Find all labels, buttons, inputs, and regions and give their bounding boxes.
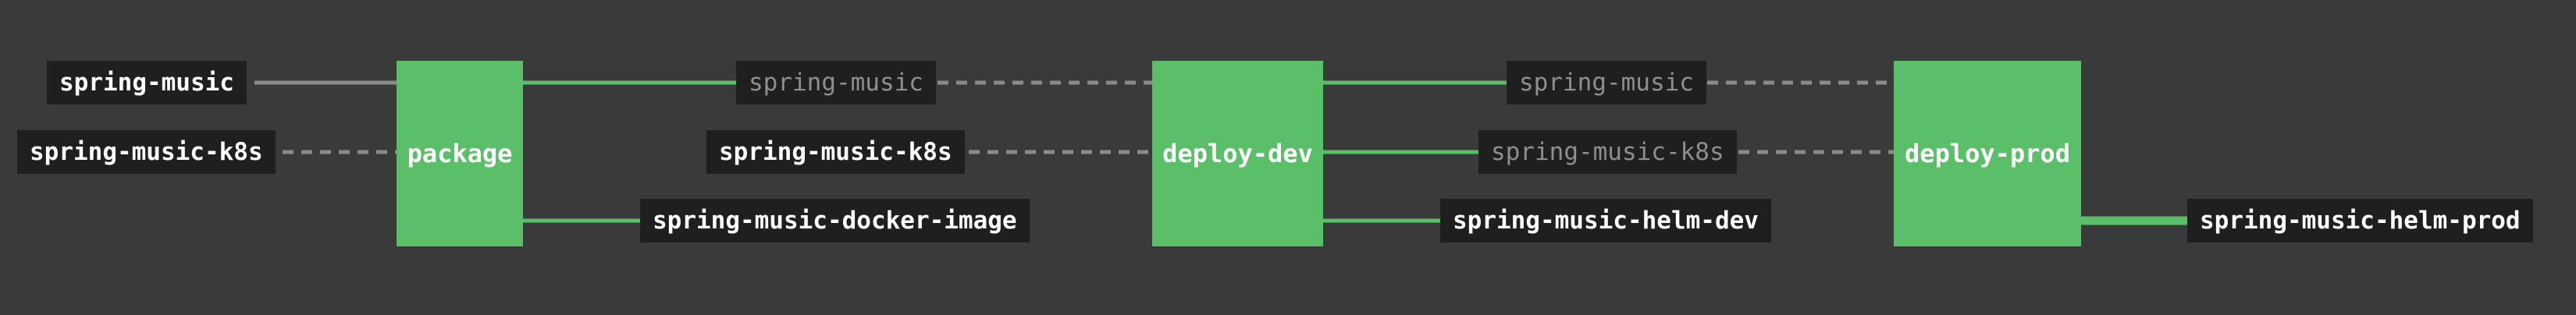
resource-label: spring-music (1519, 69, 1694, 97)
job-deploy-dev[interactable]: deploy-dev (1152, 61, 1323, 246)
resource-spring-music-k8s-mid[interactable]: spring-music-k8s (706, 130, 965, 174)
resource-spring-music-k8s-right[interactable]: spring-music-k8s (1478, 130, 1737, 174)
resource-spring-music-k8s-input[interactable]: spring-music-k8s (17, 130, 276, 174)
resource-label: spring-music (749, 69, 923, 97)
resource-label: spring-music-docker-image (653, 207, 1017, 235)
resource-label: spring-music-helm-prod (2200, 207, 2521, 235)
resource-spring-music-mid[interactable]: spring-music (736, 61, 936, 104)
job-label: package (407, 139, 513, 168)
resource-spring-music-helm-prod[interactable]: spring-music-helm-prod (2187, 199, 2533, 242)
resource-spring-music-docker-image[interactable]: spring-music-docker-image (640, 199, 1030, 242)
resource-label: spring-music (59, 69, 234, 97)
job-package[interactable]: package (397, 61, 523, 246)
resource-spring-music-helm-dev[interactable]: spring-music-helm-dev (1440, 199, 1771, 242)
resource-label: spring-music-k8s (30, 138, 263, 166)
resource-label: spring-music-k8s (719, 138, 952, 166)
job-label: deploy-prod (1905, 139, 2070, 168)
resource-spring-music-right[interactable]: spring-music (1507, 61, 1706, 104)
job-label: deploy-dev (1162, 139, 1313, 168)
job-deploy-prod[interactable]: deploy-prod (1894, 61, 2081, 246)
resource-spring-music-input[interactable]: spring-music (47, 61, 247, 104)
resource-label: spring-music-k8s (1491, 138, 1724, 166)
resource-label: spring-music-helm-dev (1453, 207, 1759, 235)
